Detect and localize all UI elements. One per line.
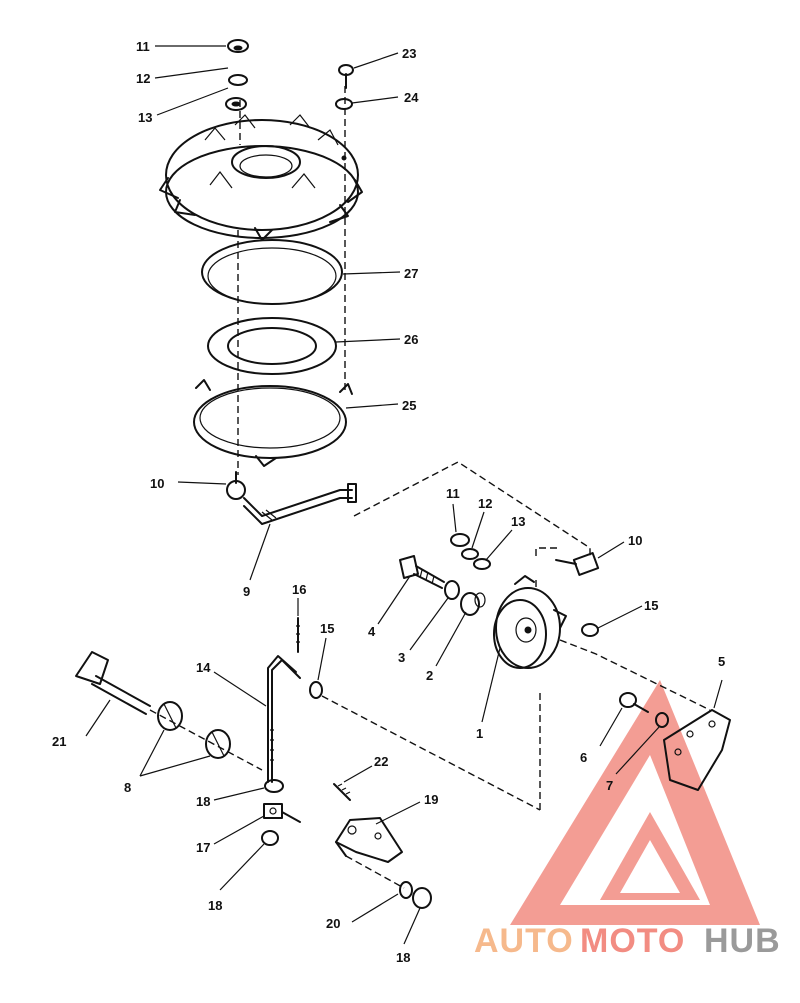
washer-7	[655, 712, 669, 728]
washer-24	[335, 98, 353, 110]
bolt-4	[399, 555, 445, 589]
callout-12-mid: 12	[478, 496, 492, 511]
callout-18-a: 18	[196, 794, 210, 809]
washer-3	[444, 580, 460, 600]
callout-1: 1	[476, 726, 483, 741]
stator-plate	[159, 114, 363, 241]
washer-13-top	[225, 97, 247, 111]
callout-21: 21	[52, 734, 66, 749]
callout-17: 17	[196, 840, 210, 855]
callout-3: 3	[398, 650, 405, 665]
spring-ring-27	[201, 239, 343, 305]
alignment-line	[149, 709, 263, 771]
screw-6	[619, 692, 649, 713]
washer-13-mid	[473, 558, 491, 570]
callout-22: 22	[374, 754, 388, 769]
callout-13-top: 13	[138, 110, 152, 125]
washer-15-right	[581, 623, 599, 637]
alignment-line	[345, 855, 405, 889]
callout-24: 24	[404, 90, 419, 105]
screw-22	[333, 783, 351, 801]
pin-16	[296, 617, 300, 653]
shaft-21	[75, 651, 151, 715]
washer-15-left	[309, 681, 323, 699]
watermark-part-2: MOTO	[580, 922, 685, 960]
callout-16: 16	[292, 582, 306, 597]
callout-15-left: 15	[320, 621, 334, 636]
callout-4: 4	[368, 624, 376, 639]
watermark-part-3: HUB	[704, 922, 781, 960]
callout-12-top: 12	[136, 71, 150, 86]
bushing-8a	[157, 701, 183, 731]
callout-19: 19	[424, 792, 438, 807]
callout-7: 7	[606, 778, 613, 793]
nut-18-b	[261, 830, 279, 846]
callout-18-c: 18	[396, 950, 410, 965]
callout-5: 5	[718, 654, 725, 669]
callout-15-right: 15	[644, 598, 658, 613]
watermark-part-1: AUTO	[474, 922, 574, 960]
callout-14: 14	[196, 660, 211, 675]
swivel-17	[263, 803, 301, 823]
bracket-5	[663, 709, 731, 791]
nut-18-a	[264, 779, 284, 793]
callout-26: 26	[404, 332, 418, 347]
connector-10-right	[555, 552, 600, 576]
washer-12-mid	[461, 548, 479, 560]
alignment-line	[559, 639, 711, 711]
callout-18-b: 18	[208, 898, 222, 913]
link-rod-14	[267, 655, 301, 783]
callout-23: 23	[402, 46, 416, 61]
callout-13-mid: 13	[511, 514, 525, 529]
bushing-2	[460, 592, 486, 616]
retainer-ring-26	[207, 317, 337, 375]
callout-11-mid: 11	[446, 486, 460, 501]
nut-18-c	[412, 887, 432, 909]
callout-2: 2	[426, 668, 433, 683]
callout-8: 8	[124, 780, 131, 795]
nut-11-mid	[450, 533, 470, 547]
callout-20: 20	[326, 916, 340, 931]
callout-10-left: 10	[150, 476, 164, 491]
bushing-8b	[205, 729, 231, 759]
timer-base-1	[493, 575, 567, 669]
alignment-line	[535, 547, 560, 556]
trigger-ring-25	[193, 379, 353, 467]
leader-lines	[85, 45, 723, 945]
automotohub-logo	[510, 680, 760, 925]
washer-12-top	[228, 74, 248, 86]
callout-11-top: 11	[136, 39, 150, 54]
nut-11-top	[227, 39, 249, 53]
callout-27: 27	[404, 266, 418, 281]
screw-23	[338, 64, 354, 89]
watermark-text: AUTO MOTO HUB	[474, 922, 781, 960]
lever-19	[335, 817, 403, 863]
washer-20	[399, 881, 413, 899]
lead-wire-9	[226, 461, 591, 556]
callout-6: 6	[580, 750, 587, 765]
callout-25: 25	[402, 398, 416, 413]
callout-10-right: 10	[628, 533, 642, 548]
callout-9: 9	[243, 584, 250, 599]
alignment-line	[321, 695, 541, 811]
callout-labels: 11 12 13 23 24 27 26 25 10 9 11 12 13 10…	[52, 39, 725, 965]
